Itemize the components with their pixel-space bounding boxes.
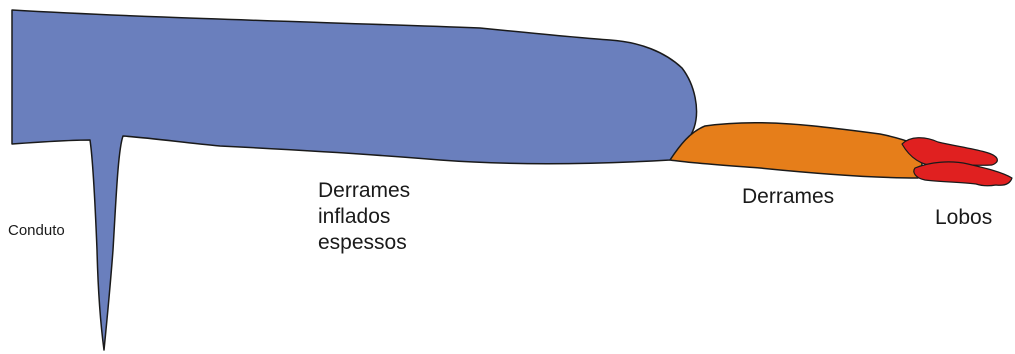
lobes-label: Lobos [935, 205, 992, 230]
flow-shape [670, 123, 922, 178]
thick-inflated-flows-label-line2: inflados [318, 204, 410, 230]
conduit-label: Conduto [8, 222, 65, 240]
thick-inflated-flows-label: Derrames inflados espessos [318, 178, 410, 256]
thick-inflated-flows-label-line1: Derrames [318, 178, 410, 204]
flows-label: Derrames [742, 184, 834, 209]
thick-inflated-flows-label-line3: espessos [318, 230, 410, 256]
lobe-shape-lower [914, 162, 1012, 186]
